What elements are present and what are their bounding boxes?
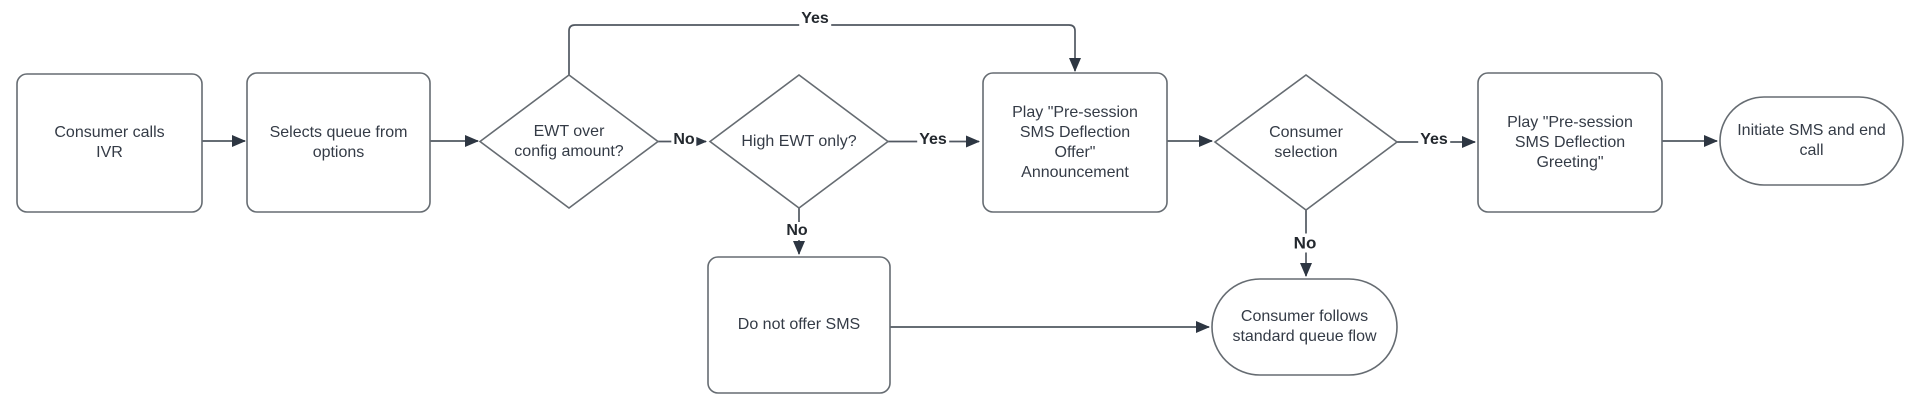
node-selects-queue[interactable] [246, 72, 431, 213]
node-play-greeting[interactable] [1477, 72, 1663, 213]
node-standard-queue-flow[interactable] [1211, 278, 1398, 376]
node-play-offer-announcement[interactable] [982, 72, 1168, 213]
edge-ewt-yes-to-offer[interactable] [568, 24, 1081, 75]
node-do-not-offer-sms[interactable] [707, 256, 891, 394]
node-ewt-over-config[interactable] [478, 74, 660, 209]
node-consumer-selection[interactable] [1213, 74, 1399, 211]
node-high-ewt-only[interactable] [708, 74, 890, 209]
node-initiate-sms-end-call[interactable] [1719, 96, 1904, 186]
node-consumer-calls-ivr[interactable] [16, 73, 203, 213]
